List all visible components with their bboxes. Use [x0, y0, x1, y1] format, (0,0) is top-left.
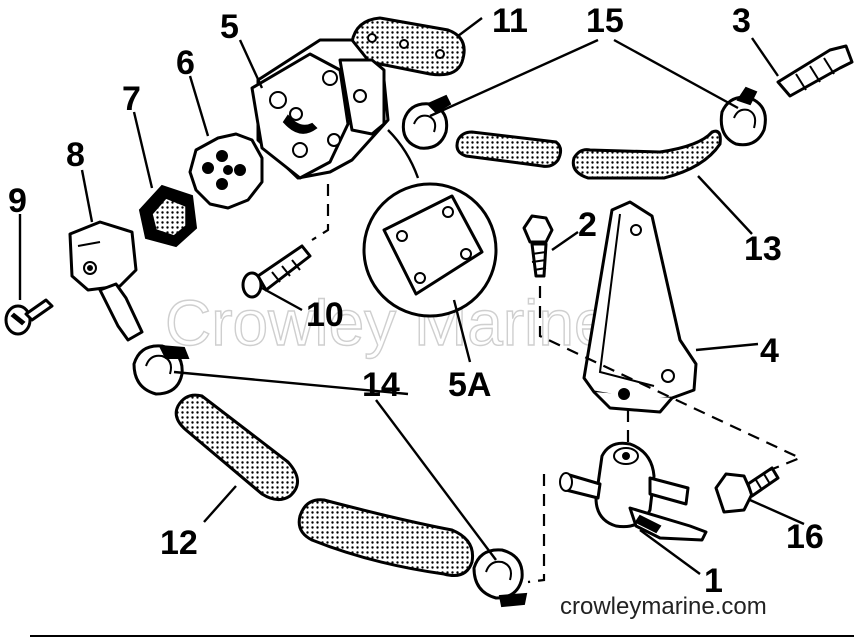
part-8-connector [68, 220, 144, 342]
part-10-screw [241, 244, 312, 299]
part-4-bracket [582, 200, 698, 414]
callout-5a: 5A [448, 366, 491, 404]
callout-5: 5 [220, 8, 239, 46]
part-7-screen [138, 184, 198, 248]
callout-13: 13 [744, 230, 782, 268]
leader-lines [18, 17, 805, 575]
callout-7: 7 [122, 80, 141, 118]
part-15-clamp-a [401, 94, 452, 150]
callout-2: 2 [578, 206, 597, 244]
part-9-screw [4, 298, 54, 336]
part-16-bolt [714, 466, 780, 514]
part-1-valve [559, 441, 708, 542]
part-14-clamp-b [472, 548, 528, 608]
callout-4: 4 [760, 332, 779, 370]
assembly-lines [311, 184, 803, 584]
callout-6: 6 [176, 44, 195, 82]
callout-11: 11 [492, 2, 528, 40]
callout-8: 8 [66, 136, 85, 174]
callout-15: 15 [586, 2, 624, 40]
callout-9: 9 [8, 182, 27, 220]
callout-1: 1 [704, 562, 723, 600]
part-15-clamp-b [719, 86, 767, 147]
part-6-diaphragm [188, 132, 264, 210]
part-3-fitting [776, 44, 854, 98]
callout-12: 12 [160, 524, 198, 562]
part-14-clamp-a [132, 344, 190, 396]
part-5-fuel-pump [250, 38, 420, 180]
callouts: 11 15 3 5 6 7 8 9 2 13 10 4 14 5A 16 12 … [8, 2, 824, 600]
part-13-hose [455, 129, 722, 180]
footer-url[interactable]: crowleymarine.com [560, 593, 767, 620]
part-5a-gasket-detail [362, 182, 498, 318]
part-12-hose [174, 393, 475, 577]
callout-14: 14 [362, 366, 400, 404]
callout-3: 3 [732, 2, 751, 40]
callout-16: 16 [786, 518, 824, 556]
part-2-bolt [522, 214, 554, 278]
callout-10: 10 [306, 296, 344, 334]
